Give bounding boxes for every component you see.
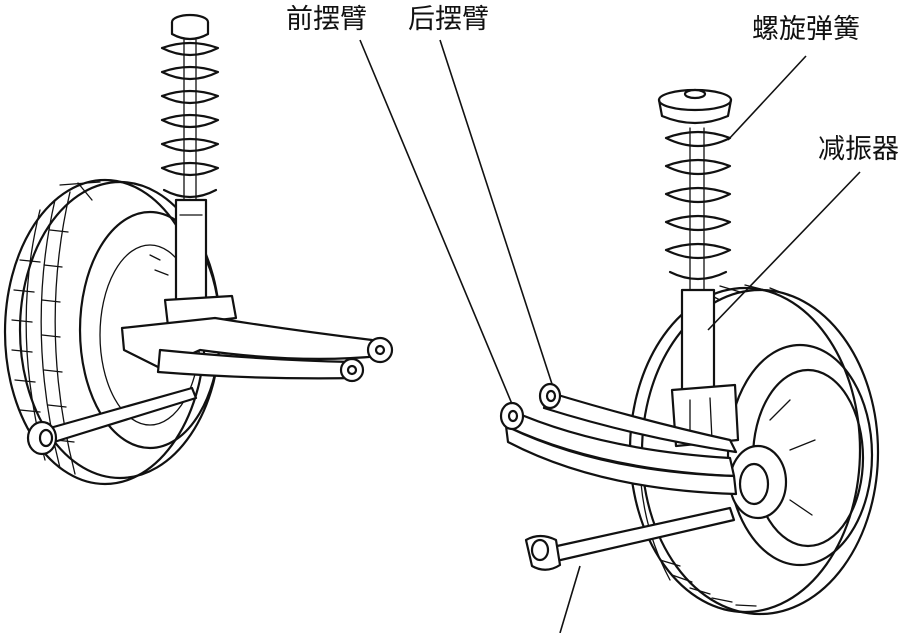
label-coil-spring: 螺旋弹簧 (752, 14, 860, 45)
leader-front-arm (359, 39, 513, 405)
label-shock-absorber: 减振器 (818, 134, 899, 165)
leader-shock-absorber (707, 171, 861, 331)
left-arms (26, 316, 394, 456)
right-wheel (628, 284, 880, 616)
label-rear-arm: 后摆臂 (408, 4, 489, 35)
right-arms (499, 382, 738, 571)
leader-lines (359, 39, 861, 633)
right-strut (657, 88, 740, 448)
label-front-arm: 前摆臂 (286, 4, 367, 35)
leader-bottom (559, 565, 581, 633)
leader-coil-spring (727, 55, 807, 141)
leader-rear-arm (439, 39, 553, 385)
